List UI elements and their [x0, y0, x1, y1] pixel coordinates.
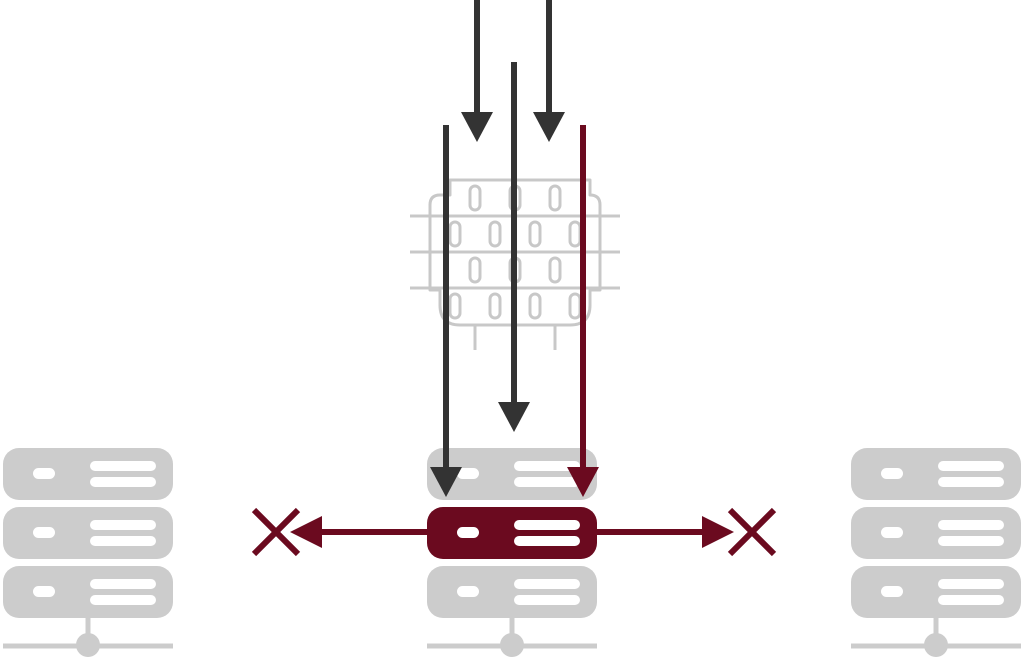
server-led: [881, 527, 903, 538]
server-unit: [427, 448, 597, 500]
server-slot: [90, 461, 156, 471]
arrow-down-icon: [461, 112, 493, 142]
server-slot: [90, 477, 156, 487]
server-slot: [938, 536, 1004, 546]
server-unit-body: [851, 507, 1021, 559]
server-unit-body: [851, 566, 1021, 618]
arrow-down-icon: [430, 467, 462, 497]
network-node: [924, 633, 948, 657]
brick-joint: [548, 256, 562, 284]
server-led: [33, 586, 55, 597]
arrow-left-icon: [290, 516, 322, 548]
server-slot: [90, 579, 156, 589]
server-led: [881, 468, 903, 479]
server-unit: [3, 507, 173, 559]
server-unit-body: [3, 566, 173, 618]
server-slot: [514, 579, 580, 589]
server-slot: [514, 461, 580, 471]
brick-joint: [448, 292, 462, 320]
server-unit: [3, 448, 173, 500]
arrow-right-icon: [702, 516, 734, 548]
server-led: [457, 468, 479, 479]
x-stroke: [727, 507, 777, 557]
server-rack-icon: [3, 448, 173, 657]
server-unit-body: [3, 507, 173, 559]
arrow-down-icon: [498, 402, 530, 432]
server-led: [33, 527, 55, 538]
server-unit-body: [3, 448, 173, 500]
server-slot: [938, 579, 1004, 589]
server-slot: [514, 536, 580, 546]
lateral-movement: [251, 507, 777, 557]
brick-joint: [468, 184, 482, 212]
compromised-server-unit: [427, 507, 597, 559]
server-led: [457, 527, 479, 538]
server-unit-body: [427, 566, 597, 618]
brick-joint: [548, 184, 562, 212]
traffic-arrow: [533, 0, 565, 142]
server-slot: [90, 536, 156, 546]
server-slot: [90, 520, 156, 530]
brick-joint: [568, 292, 582, 320]
server-group: [3, 448, 1021, 657]
server-slot: [514, 520, 580, 530]
server-unit: [851, 448, 1021, 500]
network-node: [500, 633, 524, 657]
brick-joint: [448, 220, 462, 248]
x-stroke: [251, 507, 301, 557]
server-slot: [514, 477, 580, 487]
lateral-left-arrow: [251, 507, 428, 557]
x-mark-icon: [727, 507, 777, 557]
brick-joint: [528, 220, 542, 248]
traffic-arrow: [430, 125, 462, 497]
server-slot: [938, 461, 1004, 471]
server-rack-icon: [427, 448, 597, 657]
brick-joint: [528, 292, 542, 320]
server-unit-body: [851, 448, 1021, 500]
x-mark-icon: [251, 507, 301, 557]
server-slot: [938, 520, 1004, 530]
server-slot: [514, 595, 580, 605]
server-rack-icon: [851, 448, 1021, 657]
server-unit: [3, 566, 173, 618]
incoming-traffic: [430, 0, 599, 497]
arrow-down-icon: [567, 467, 599, 497]
server-led: [33, 468, 55, 479]
server-slot: [90, 595, 156, 605]
brick-joint: [488, 292, 502, 320]
brick-joint: [468, 256, 482, 284]
server-led: [457, 586, 479, 597]
lateral-right-arrow: [596, 507, 777, 557]
network-node: [76, 633, 100, 657]
traffic-arrow: [461, 0, 493, 142]
arrow-down-icon: [533, 112, 565, 142]
server-slot: [938, 595, 1004, 605]
brick-joint: [488, 220, 502, 248]
brick-joint: [568, 220, 582, 248]
server-unit: [427, 566, 597, 618]
server-unit: [851, 566, 1021, 618]
malicious-traffic-arrow: [567, 125, 599, 497]
traffic-arrow: [498, 62, 530, 432]
server-led: [881, 586, 903, 597]
server-slot: [938, 477, 1004, 487]
server-unit-body: [427, 507, 597, 559]
server-unit: [851, 507, 1021, 559]
